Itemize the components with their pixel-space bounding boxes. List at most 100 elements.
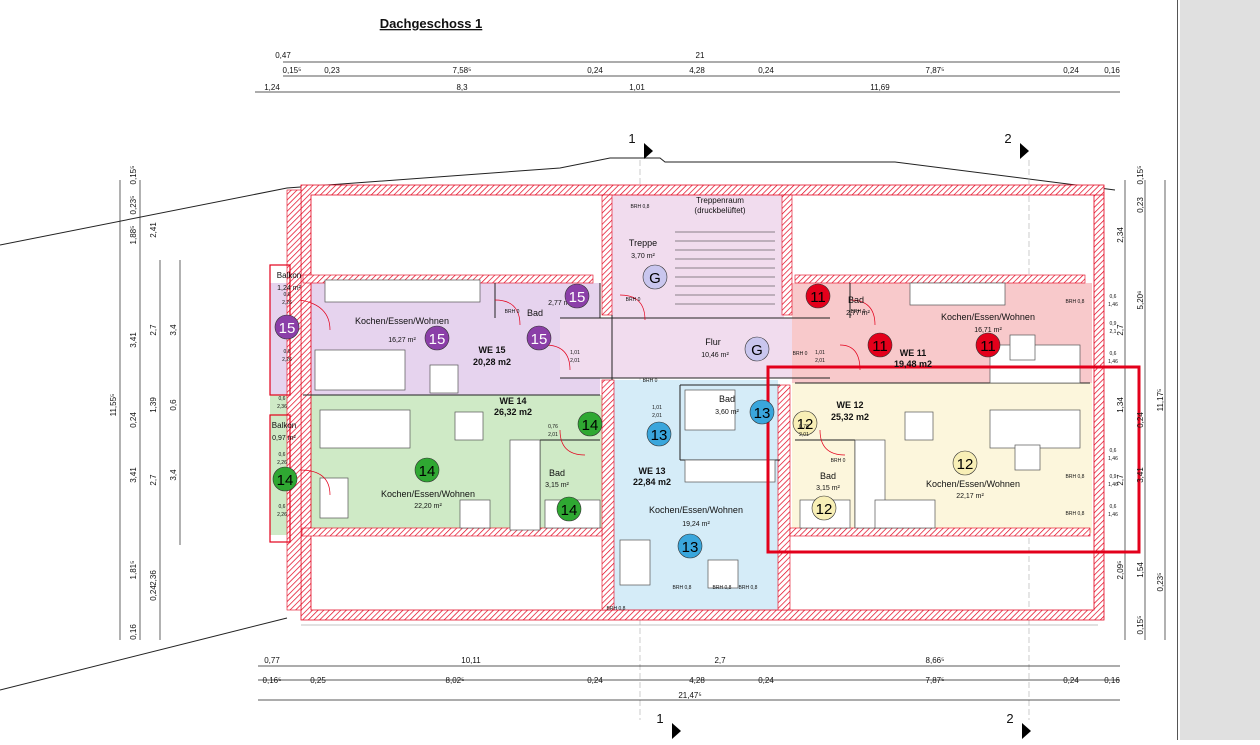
- small-note: 2,1: [1110, 329, 1117, 335]
- unit-badge: [564, 283, 590, 309]
- dim-top-label: 8,3: [456, 83, 468, 92]
- small-note: 0,9: [1110, 474, 1117, 480]
- dim-left-label: 2,7: [149, 474, 158, 486]
- room-label: 19,48 m2: [894, 359, 932, 369]
- unit-badge: [642, 264, 668, 290]
- dim-top-label: 0,47: [275, 51, 291, 60]
- small-note: 2,01: [815, 358, 825, 364]
- dim-bottom-label: 0,24: [587, 676, 603, 685]
- dim-top-label: 7,87⁵: [926, 66, 945, 75]
- small-note: 2,26: [282, 300, 292, 306]
- unit-badge: [975, 332, 1001, 358]
- room-label: WE 13: [638, 466, 665, 476]
- unit-badge: [749, 399, 775, 425]
- small-note: BRH 0: [831, 458, 846, 464]
- small-note: 2,36: [277, 404, 287, 410]
- room-label: 3,70 m²: [631, 253, 655, 260]
- unit-badge: [677, 533, 703, 559]
- small-note: BRH 0,8: [673, 585, 692, 591]
- unit-badge-label: 12: [957, 456, 974, 473]
- small-note: 2,01: [548, 432, 558, 438]
- unit-badge-label: G: [649, 270, 661, 287]
- unit-badge-label: 13: [754, 405, 771, 422]
- small-note: 2,01: [799, 432, 809, 438]
- small-note: 2,01: [652, 413, 662, 419]
- core-zone: [560, 318, 830, 378]
- small-note: 1,01: [815, 350, 825, 356]
- room-label: Bad: [549, 468, 565, 478]
- small-note: 0,6: [279, 396, 286, 402]
- room-label: 22,84 m2: [633, 477, 671, 487]
- small-note: 0,6: [1110, 351, 1117, 357]
- small-note: 0,76: [548, 424, 558, 430]
- small-note: BRH 0: [851, 309, 866, 315]
- small-note: BRH 0,8: [1066, 474, 1085, 480]
- dim-bottom-label: 8,66⁵: [926, 656, 945, 665]
- section-arrow-icon: [672, 723, 681, 739]
- dim-top-label: 4,28: [689, 66, 705, 75]
- small-note: 0,6: [1110, 504, 1117, 510]
- unit-badge-label: 14: [419, 463, 436, 480]
- dim-left-label: 0,15⁵: [129, 166, 138, 185]
- room-label: 19,24 m²: [682, 521, 710, 528]
- small-note: 0,6: [279, 504, 286, 510]
- dim-right-label: 2,34: [1116, 227, 1125, 243]
- small-note: BRH 0,8: [1066, 511, 1085, 517]
- small-note: 1,46: [1108, 456, 1118, 462]
- small-note: BRH 0: [505, 309, 520, 315]
- small-note: 1,01: [652, 405, 662, 411]
- room-label: WE 12: [836, 400, 863, 410]
- dim-top-label: 0,15⁵: [283, 66, 302, 75]
- dim-left-label: 2,36: [149, 570, 158, 586]
- room-label: Bad: [848, 295, 864, 305]
- small-note: BRH 0,8: [1066, 299, 1085, 305]
- dim-left-label: 0,23⁵: [129, 196, 138, 215]
- room-label: 22,20 m²: [414, 503, 442, 510]
- sidebar-divider: [1177, 0, 1178, 740]
- room-label: Balkon: [277, 271, 301, 280]
- dim-left-label: 3,41: [129, 467, 138, 483]
- section-marker-label: 1: [656, 711, 663, 726]
- unit-badge: [744, 336, 770, 362]
- room-label: 26,32 m2: [494, 407, 532, 417]
- room-label: Bad: [820, 471, 836, 481]
- dim-right-label: 1,34: [1116, 397, 1125, 413]
- dim-top-label: 1,24: [264, 83, 280, 92]
- dim-left-label: 0,24: [129, 412, 138, 428]
- unit-badge: [811, 495, 837, 521]
- dim-top-label: 11,69: [870, 83, 890, 92]
- unit-badge-label: 12: [797, 416, 814, 433]
- section-arrow-icon: [1022, 723, 1031, 739]
- room-label: Kochen/Essen/Wohnen: [926, 479, 1020, 489]
- dim-left-label: 1,81⁵: [129, 561, 138, 580]
- unit-badge-label: 11: [872, 338, 888, 355]
- dim-bottom-label: 0,77: [264, 656, 280, 665]
- room-label: (druckbelüftet): [694, 206, 745, 215]
- dim-bottom-label: 0,25: [310, 676, 326, 685]
- unit-badge: [526, 325, 552, 351]
- dim-right-label: 0,23: [1136, 197, 1145, 213]
- small-note: 2,26: [282, 357, 292, 363]
- small-note: BRH 0,8: [607, 606, 626, 612]
- dimension-lines: [119, 61, 1166, 701]
- unit-badge: [414, 457, 440, 483]
- dim-right-label: 2,09⁵: [1116, 561, 1125, 580]
- small-note: BRH 0,8: [713, 585, 732, 591]
- section-arrow-icon: [1020, 143, 1029, 159]
- dim-left-label: 3,41: [129, 332, 138, 348]
- dim-top-label: 7,58⁵: [453, 66, 472, 75]
- room-label: Balkon: [272, 421, 296, 430]
- unit-badge: [805, 283, 831, 309]
- dim-right-label: 5,20⁶: [1136, 291, 1145, 310]
- room-label: 10,46 m²: [701, 352, 729, 359]
- section-marker-label: 2: [1006, 711, 1013, 726]
- dim-right-label: 0,24: [1136, 412, 1145, 428]
- dim-bottom-label: 0,24: [758, 676, 774, 685]
- dim-left-label: 0,24: [149, 585, 158, 601]
- section-marker-label: 2: [1004, 131, 1011, 146]
- dim-bottom-label: 7,87⁵: [926, 676, 945, 685]
- dim-top-label: 0,24: [587, 66, 603, 75]
- small-note: 1,46: [1108, 302, 1118, 308]
- dim-bottom-label: 0,24: [1063, 676, 1079, 685]
- room-label: WE 14: [499, 396, 526, 406]
